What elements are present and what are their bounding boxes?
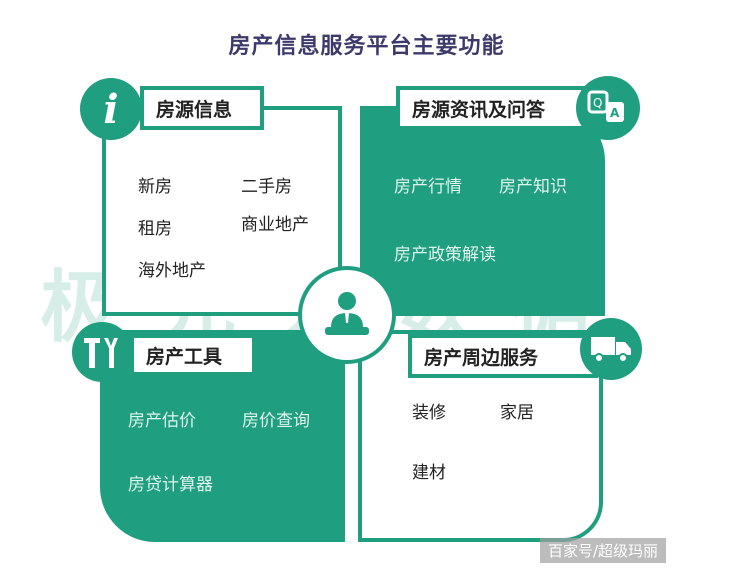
- panel-listing-info: [102, 106, 342, 316]
- list-item: 房贷计算器: [128, 475, 213, 495]
- svg-text:A: A: [610, 106, 620, 120]
- svg-text:Q: Q: [593, 96, 602, 110]
- list-item: 商业地产: [241, 215, 309, 235]
- tab-tools: 房产工具: [130, 334, 256, 376]
- panel-news-qa: [360, 106, 605, 316]
- source-watermark: 百家号/超级玛丽: [540, 538, 667, 563]
- list-item: 房产估价: [128, 411, 196, 431]
- list-item: 海外地产: [138, 261, 206, 281]
- tab-listing-info: 房源信息: [140, 86, 264, 130]
- list-item: 房产政策解读: [394, 245, 496, 265]
- list-item: 房产行情: [394, 177, 462, 197]
- list-item: 二手房: [241, 177, 292, 197]
- list-item: 新房: [138, 177, 172, 197]
- list-item: 建材: [412, 463, 446, 483]
- truck-icon: [580, 318, 642, 380]
- tools-icon: [72, 322, 132, 382]
- tab-surrounding-services: 房产周边服务: [408, 334, 598, 378]
- list-item: 房产知识: [499, 177, 567, 197]
- person-at-desk-icon: [298, 266, 396, 364]
- tab-news-qa: 房源资讯及问答: [396, 86, 586, 130]
- list-item: 装修: [412, 403, 446, 423]
- list-item: 家居: [500, 403, 534, 423]
- list-item: 房价查询: [242, 411, 310, 431]
- info-icon: i: [80, 78, 142, 140]
- page-title: 房产信息服务平台主要功能: [228, 34, 505, 59]
- list-item: 租房: [138, 219, 172, 239]
